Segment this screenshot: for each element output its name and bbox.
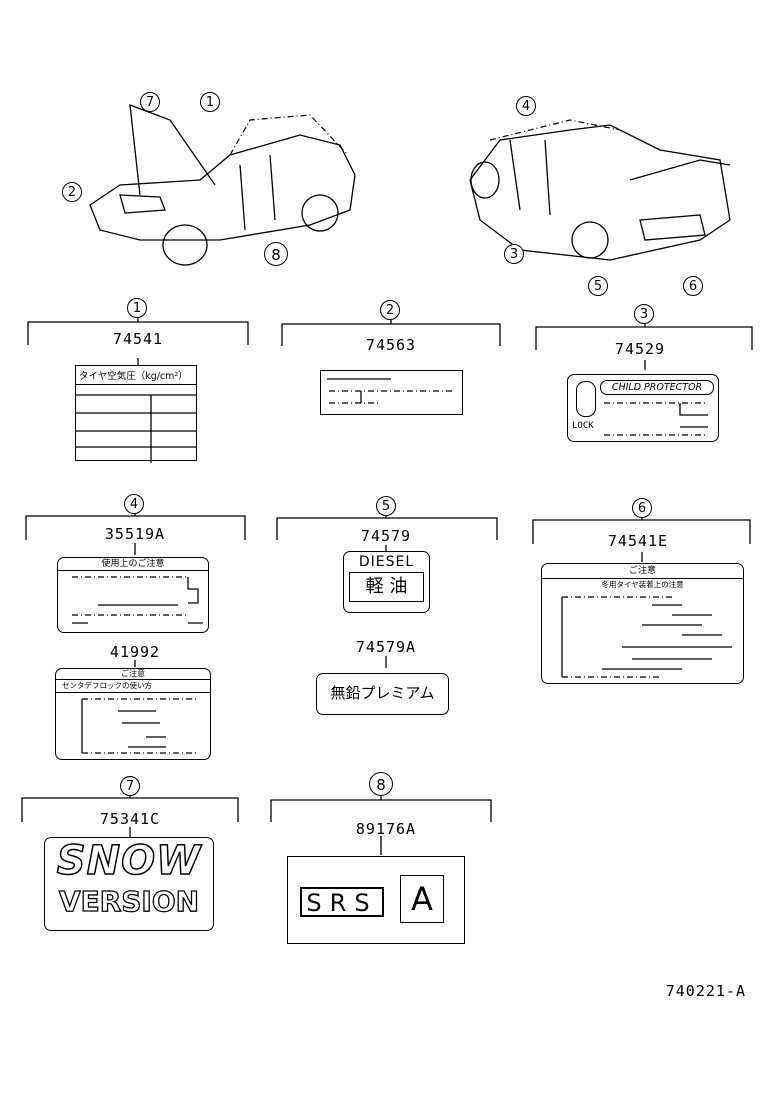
part-number-35519A: 35519A xyxy=(104,525,166,543)
unleaded-premium-text: 無鉛プレミアム xyxy=(330,684,435,702)
lock-text: LOCK xyxy=(572,421,594,431)
diesel-text: DIESEL xyxy=(358,554,415,570)
callout-1-top: 1 xyxy=(200,92,220,112)
figure-id: 740221-A xyxy=(665,982,746,1000)
front-car-illustration xyxy=(89,104,356,266)
lock-symbol xyxy=(576,381,596,417)
callout-4-top: 4 xyxy=(516,96,536,116)
label-74541E-header: ご注意 xyxy=(542,564,743,579)
label-41992-sub: センタデフロックの使い方 xyxy=(56,679,210,693)
label-74541E-lines xyxy=(561,596,732,678)
callout-1: 1 xyxy=(127,298,147,318)
label-74541-grid xyxy=(76,394,196,463)
part-number-74529: 74529 xyxy=(614,340,666,358)
label-41992: ご注意 センタデフロックの使い方 xyxy=(55,668,211,760)
label-89176A: SRS A xyxy=(287,856,465,944)
label-74541-text: タイヤ空気圧（kg/cm²） xyxy=(76,366,196,385)
callout-2: 2 xyxy=(380,300,400,320)
part-number-41992: 41992 xyxy=(109,643,161,661)
label-74541E: ご注意 冬用タイヤ装着上の注意 xyxy=(541,563,744,684)
label-74563-lines xyxy=(327,378,453,404)
callout-3: 3 xyxy=(634,304,654,324)
label-74579A: 無鉛プレミアム xyxy=(316,673,449,715)
callout-5: 5 xyxy=(376,496,396,516)
label-74563 xyxy=(320,370,463,415)
label-74579: DIESEL 軽 油 xyxy=(343,551,430,613)
version-text: VERSION xyxy=(58,884,200,918)
callout-8-top: 8 xyxy=(264,242,288,266)
label-74541E-sub: 冬用タイヤ装着上の注意 xyxy=(601,580,684,589)
label-74529: LOCK CHILD PROTECTOR xyxy=(567,374,719,442)
label-74541: タイヤ空気圧（kg/cm²） xyxy=(75,365,197,463)
part-number-74541: 74541 xyxy=(112,330,164,348)
part-number-89176A: 89176A xyxy=(355,820,417,838)
callout-6-top: 6 xyxy=(683,276,703,296)
callout-6: 6 xyxy=(632,498,652,518)
part-number-74579: 74579 xyxy=(360,527,412,545)
label-35519A-lines xyxy=(72,576,203,624)
label-35519A: 使用上のご注意 xyxy=(57,557,209,633)
callout-2-top: 2 xyxy=(62,182,82,202)
callout-8: 8 xyxy=(369,772,393,796)
callout-7: 7 xyxy=(120,776,140,796)
part-number-74541E: 74541E xyxy=(607,532,669,550)
label-41992-header: ご注意 xyxy=(121,669,145,678)
srs-text: SRS xyxy=(300,887,384,917)
callout-7-top: 7 xyxy=(140,92,160,112)
label-41992-lines xyxy=(81,698,196,754)
child-protector-banner: CHILD PROTECTOR xyxy=(600,380,714,395)
light-oil-text: 軽 油 xyxy=(349,572,424,602)
label-75341C: SNOW VERSION xyxy=(44,837,214,931)
part-number-74579A: 74579A xyxy=(355,638,417,656)
label-35519A-header: 使用上のご注意 xyxy=(58,558,208,571)
label-74529-lines xyxy=(604,402,708,436)
part-number-75341C: 75341C xyxy=(99,810,161,828)
srs-a-box: A xyxy=(400,875,444,923)
part-number-74563: 74563 xyxy=(365,336,417,354)
callout-5-top: 5 xyxy=(588,276,608,296)
callout-4: 4 xyxy=(124,494,144,514)
snow-text: SNOW xyxy=(56,837,202,885)
callout-3-top: 3 xyxy=(504,244,524,264)
